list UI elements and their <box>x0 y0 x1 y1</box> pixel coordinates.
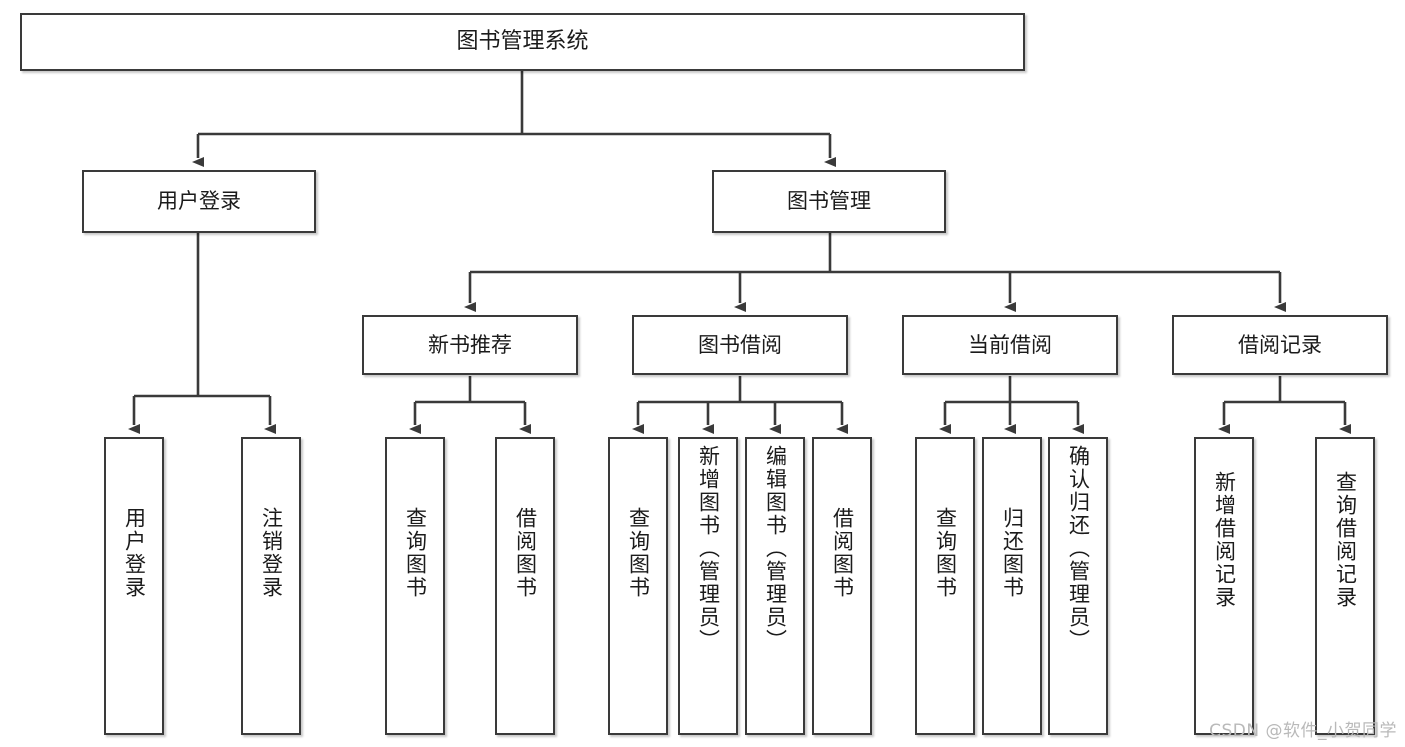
node-label: 确认归还（管理员） <box>1066 445 1091 652</box>
node-label: 图书管理 <box>787 189 871 214</box>
leaf-user-login-logout[interactable]: 注销登录 <box>241 437 301 735</box>
node-current-borrow[interactable]: 当前借阅 <box>902 315 1118 375</box>
leaf-borrow-record-add-record[interactable]: 新增借阅记录 <box>1194 437 1254 735</box>
node-label: 借阅记录 <box>1238 332 1322 357</box>
leaf-user-login-login[interactable]: 用户登录 <box>104 437 164 735</box>
node-label: 查询图书 <box>626 507 651 599</box>
node-label: 图书借阅 <box>698 332 782 357</box>
leaf-current-borrow-confirm-return[interactable]: 确认归还（管理员） <box>1048 437 1108 735</box>
node-user-login[interactable]: 用户登录 <box>82 170 316 233</box>
node-label: 借阅图书 <box>830 507 855 599</box>
node-label: 新书推荐 <box>428 332 512 357</box>
node-label: 查询图书 <box>933 507 958 599</box>
node-root-system[interactable]: 图书管理系统 <box>20 13 1025 71</box>
node-borrow-record[interactable]: 借阅记录 <box>1172 315 1388 375</box>
leaf-book-borrow-query-book[interactable]: 查询图书 <box>608 437 668 735</box>
node-new-book-recommend[interactable]: 新书推荐 <box>362 315 578 375</box>
node-label: 归还图书 <box>1000 507 1025 599</box>
node-label: 借阅图书 <box>513 507 538 599</box>
leaf-book-borrow-add-book[interactable]: 新增图书（管理员） <box>678 437 738 735</box>
leaf-new-book-query-book[interactable]: 查询图书 <box>385 437 445 735</box>
node-label: 当前借阅 <box>968 332 1052 357</box>
leaf-current-borrow-return-book[interactable]: 归还图书 <box>982 437 1042 735</box>
node-label: 新增图书（管理员） <box>696 445 721 652</box>
node-label: 注销登录 <box>259 507 284 599</box>
node-label: 新增借阅记录 <box>1212 471 1237 609</box>
node-book-borrow[interactable]: 图书借阅 <box>632 315 848 375</box>
leaf-current-borrow-query-book[interactable]: 查询图书 <box>915 437 975 735</box>
csdn-watermark: CSDN @软件_小贺同学 <box>1209 721 1397 741</box>
node-label: 图书管理系统 <box>456 29 589 55</box>
node-book-management[interactable]: 图书管理 <box>712 170 946 233</box>
node-label: 查询借阅记录 <box>1333 471 1358 609</box>
leaf-book-borrow-edit-book[interactable]: 编辑图书（管理员） <box>745 437 805 735</box>
leaf-borrow-record-query-record[interactable]: 查询借阅记录 <box>1315 437 1375 735</box>
node-label: 用户登录 <box>122 507 147 599</box>
leaf-new-book-borrow-book[interactable]: 借阅图书 <box>495 437 555 735</box>
node-label: 用户登录 <box>157 189 241 214</box>
leaf-book-borrow-borrow-book[interactable]: 借阅图书 <box>812 437 872 735</box>
node-label: 编辑图书（管理员） <box>763 445 788 652</box>
node-label: 查询图书 <box>403 507 428 599</box>
